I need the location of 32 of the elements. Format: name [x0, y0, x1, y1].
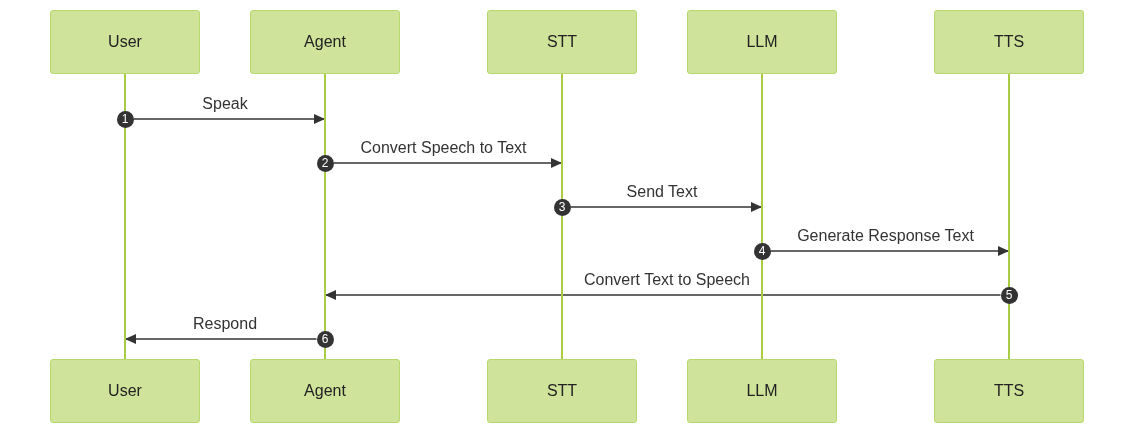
- message-arrow: [125, 334, 318, 344]
- participant-box: LLM: [687, 359, 837, 423]
- participant-box: STT: [487, 359, 637, 423]
- participant-box: User: [50, 10, 200, 74]
- step-number-badge: 4: [753, 242, 771, 260]
- step-number-badge: 6: [316, 330, 334, 348]
- participant-box: STT: [487, 10, 637, 74]
- participant-box: LLM: [687, 10, 837, 74]
- lifeline: [561, 74, 563, 359]
- lifeline: [324, 74, 326, 359]
- participant-box: User: [50, 359, 200, 423]
- participant-box: TTS: [934, 10, 1084, 74]
- lifeline: [124, 74, 126, 359]
- edge-label: Respond: [193, 315, 257, 333]
- participant-box: TTS: [934, 359, 1084, 423]
- edge-label: Speak: [202, 95, 248, 113]
- edge-label: Convert Text to Speech: [584, 271, 750, 289]
- message-arrow: [769, 246, 1009, 256]
- edge-label: Convert Speech to Text: [360, 139, 527, 157]
- lifeline: [1008, 74, 1010, 359]
- message-arrow: [332, 158, 562, 168]
- edge-label: Generate Response Text: [797, 227, 974, 245]
- participant-box: Agent: [250, 10, 400, 74]
- participant-box: Agent: [250, 359, 400, 423]
- step-number-badge: 5: [1000, 286, 1018, 304]
- message-arrow: [325, 290, 1002, 300]
- step-number-badge: 1: [116, 110, 134, 128]
- step-number-badge: 2: [316, 154, 334, 172]
- step-number-badge: 3: [553, 198, 571, 216]
- lifeline: [761, 74, 763, 359]
- message-arrow: [569, 202, 762, 212]
- message-arrow: [132, 114, 325, 124]
